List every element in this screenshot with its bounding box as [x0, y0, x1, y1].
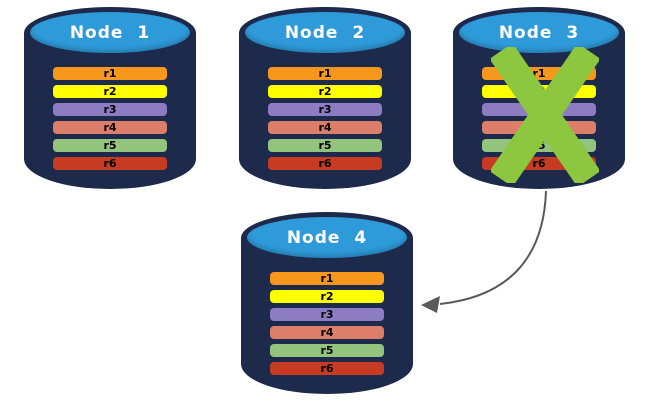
- node-row-r4: r4: [482, 121, 596, 134]
- node-row-r4: r4: [53, 121, 167, 134]
- node-4-cylinder-top-rim: Node 4: [241, 212, 413, 264]
- node-2-cylinder-top-rim: Node 2: [239, 7, 411, 59]
- node-1-cylinder-top-face: Node 1: [30, 12, 190, 53]
- node-row-r6: r6: [53, 157, 167, 170]
- node-2-cylinder-top-face: Node 2: [245, 12, 405, 53]
- node-3-cylinder-top-face: Node 3: [459, 12, 619, 53]
- node-4-cylinder: Node 4 r1 r2 r3 r4 r5 r6: [241, 212, 413, 394]
- node-row-r1: r1: [270, 272, 384, 285]
- node-3-cylinder-top-rim: Node 3: [453, 7, 625, 59]
- node-row-r3: r3: [268, 103, 382, 116]
- node-4-cylinder-top-face: Node 4: [247, 217, 407, 258]
- node-row-r4: r4: [268, 121, 382, 134]
- node-row-r2: r2: [482, 85, 596, 98]
- node-row-r5: r5: [270, 344, 384, 357]
- node-2-rows-container: r1 r2 r3 r4 r5 r6: [268, 67, 382, 170]
- node-1-rows-container: r1 r2 r3 r4 r5 r6: [53, 67, 167, 170]
- node-row-r1: r1: [482, 67, 596, 80]
- node-row-r2: r2: [268, 85, 382, 98]
- node-row-r6: r6: [268, 157, 382, 170]
- node-row-r2: r2: [53, 85, 167, 98]
- node-row-r5: r5: [482, 139, 596, 152]
- node-3-cylinder: Node 3 r1 r2 r3 r4 r5 r6: [453, 7, 625, 189]
- node-row-r1: r1: [53, 67, 167, 80]
- node-2-title: Node 2: [284, 22, 366, 43]
- node-row-r3: r3: [270, 308, 384, 321]
- node-3-rows-container: r1 r2 r3 r4 r5 r6: [482, 67, 596, 170]
- node-row-r6: r6: [482, 157, 596, 170]
- node-row-r4: r4: [270, 326, 384, 339]
- node-row-r5: r5: [268, 139, 382, 152]
- node-row-r2: r2: [270, 290, 384, 303]
- node-2-cylinder: Node 2 r1 r2 r3 r4 r5 r6: [239, 7, 411, 189]
- node-3-title: Node 3: [498, 22, 580, 43]
- node-row-r6: r6: [270, 362, 384, 375]
- node-row-r3: r3: [482, 103, 596, 116]
- node-4-title: Node 4: [286, 227, 368, 248]
- node-row-r1: r1: [268, 67, 382, 80]
- node-1-cylinder: Node 1 r1 r2 r3 r4 r5 r6: [24, 7, 196, 189]
- node-row-r5: r5: [53, 139, 167, 152]
- node-1-title: Node 1: [69, 22, 151, 43]
- node-row-r3: r3: [53, 103, 167, 116]
- node-4-rows-container: r1 r2 r3 r4 r5 r6: [270, 272, 384, 375]
- node-1-cylinder-top-rim: Node 1: [24, 7, 196, 59]
